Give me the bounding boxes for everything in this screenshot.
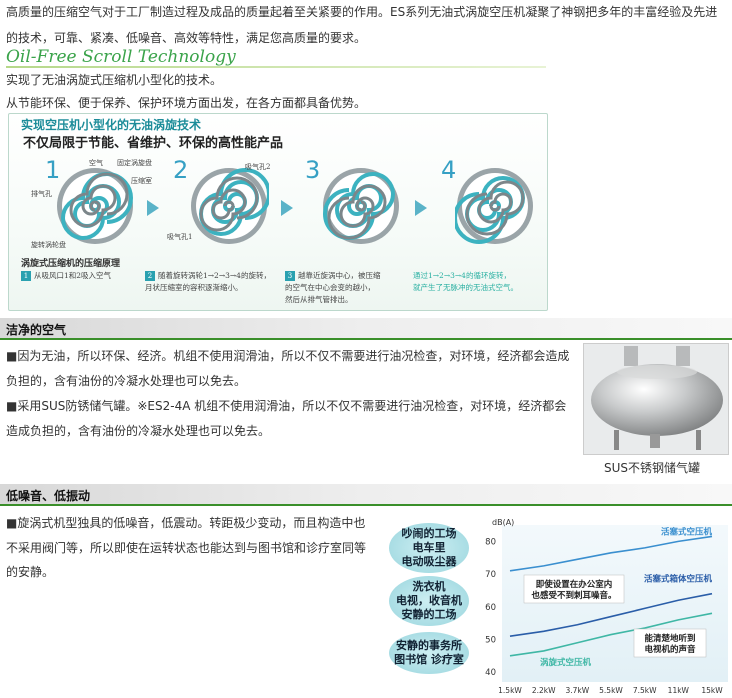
- y-tick-label: 40: [485, 668, 496, 678]
- tv-annotation-line-2: 电视机的声音: [644, 644, 696, 655]
- noise-level-bubble-3: 安静的事务所 图书馆 诊疗室: [389, 632, 469, 674]
- bubble-line: 电车里: [412, 541, 446, 554]
- noise-comparison-chart: dB(A) 80 70 60 50 40 1.5kW 2.2kW 3.7kW 5.5kW 7.5…: [485, 518, 728, 695]
- bubble-line: 电视，收音机: [396, 594, 462, 607]
- label-compression-chamber: 压缩室: [131, 177, 152, 185]
- arrow-right-icon: [281, 200, 293, 216]
- series-label: 涡旋式空压机: [540, 657, 592, 668]
- series-label: 活塞式箱体空压机: [644, 574, 713, 585]
- scroll-disc-4-icon: [455, 168, 533, 244]
- step-number-2: 2: [173, 156, 189, 184]
- office-annotation-box: [523, 574, 625, 604]
- caption-number: 3: [285, 271, 295, 281]
- office-annotation-line-2: 也感受不到刺耳噪音。: [531, 590, 616, 601]
- bubble-line: 安静的工场: [401, 608, 457, 621]
- clean-air-paragraph-1a: ■因为无油，所以环保、经济。机组不使用润滑油，所以不仅不需要进行油况检查，对环境…: [6, 349, 570, 363]
- x-tick-label: 5.5kW: [599, 686, 623, 695]
- section-title: 洁净的空气: [6, 323, 67, 337]
- series-line: [509, 612, 713, 657]
- x-tick-label: 3.7kW: [565, 686, 589, 695]
- caption-text: 通过1→2→3→4的循环旋转，就产生了无脉冲的无油式空气。: [413, 271, 518, 292]
- bubble-line: 电动吸尘器: [401, 555, 457, 568]
- section-header-clean-air: 洁净的空气: [0, 318, 732, 340]
- label-exhaust: 排气孔: [31, 190, 52, 198]
- low-noise-paragraph-a: ■旋涡式机型独具的低噪音，低震动。转距极少变动，而且构造中也: [6, 516, 366, 530]
- chart-y-label: dB(A): [492, 518, 514, 527]
- noise-level-bubble-2: 洗衣机 电视，收音机 安静的工场: [389, 576, 469, 626]
- label-suction-1: 吸气孔1: [167, 233, 193, 241]
- label-suction-2: 吸气孔2: [245, 163, 271, 171]
- bubble-line: 洗衣机: [412, 580, 446, 593]
- section-title: 低噪音、低振动: [6, 489, 91, 503]
- caption-text: 随着旋转涡轮1→2→3→4的旋转，月状压缩室的容积逐渐缩小。: [145, 271, 271, 292]
- clean-air-paragraph-2b: 造成负担的，含有油份的冷凝水处理也可以免去。: [6, 424, 271, 438]
- bubble-line: 安静的事务所: [396, 639, 462, 652]
- arrow-right-icon: [147, 200, 159, 216]
- intro-line-4: 从节能环保、便于保养、保护环境方面出发，在各方面都具备优势。: [6, 96, 367, 110]
- x-tick-label: 11kW: [668, 686, 690, 695]
- step-number-4: 4: [441, 156, 457, 184]
- label-fixed-scroll: 固定涡旋盘: [117, 159, 152, 167]
- y-tick-label: 70: [485, 570, 496, 580]
- oil-free-scroll-title: Oil-Free Scroll Technology: [6, 47, 236, 67]
- caption-text: 从吸风口1和2吸入空气: [34, 271, 112, 280]
- intro-line-1: 高质量的压缩空气对于工厂制造过程及成品的质量起着至关紧要的作用。ES系列无油式涡…: [6, 5, 718, 19]
- scroll-disc-2-icon: [191, 168, 269, 244]
- y-tick-label: 50: [485, 635, 496, 645]
- x-tick-label: 7.5kW: [633, 686, 657, 695]
- tank-icon: [591, 346, 723, 450]
- caption-number: 1: [21, 271, 31, 281]
- caption-text: 越靠近旋涡中心，被压缩的空气在中心会变的越小，然后从排气管排出。: [285, 271, 381, 304]
- scroll-disc-1-icon: [57, 168, 133, 244]
- series-label: 活塞式空压机: [661, 526, 713, 537]
- y-tick-label: 60: [485, 603, 496, 613]
- low-noise-paragraph-c: 的安静。: [6, 565, 55, 579]
- clean-air-paragraph-1b: 负担的，含有油份的冷凝水处理也可以免去。: [6, 374, 247, 388]
- label-air: 空气: [89, 159, 103, 167]
- label-orbiting-scroll: 旋转涡轮盘: [31, 241, 66, 249]
- noise-level-bubble-1: 吵闹的工场 电车里 电动吸尘器: [389, 523, 469, 573]
- low-noise-paragraph-b: 不采用阀门等，所以即使在运转状态也能达到与图书馆和诊疗室同等: [6, 541, 367, 555]
- tv-annotation-line-1: 能清楚地听到: [644, 633, 695, 644]
- office-annotation-line-1: 即使设置在办公室内: [536, 579, 613, 590]
- x-tick-label: 1.5kW: [498, 686, 522, 695]
- caption-number: 2: [145, 271, 155, 281]
- section-header-low-noise: 低噪音、低振动: [0, 484, 732, 506]
- diagram-subtitle: 不仅局限于节能、省维护、环保的高性能产品: [23, 136, 284, 151]
- sus-tank-image: [583, 343, 729, 455]
- step-number-3: 3: [305, 156, 321, 184]
- tank-caption: SUS不锈钢储气罐: [604, 461, 701, 475]
- scroll-principle-diagram: 实现空压机小型化的无油涡旋技术 不仅局限于节能、省维护、环保的高性能产品 1 2…: [8, 113, 548, 311]
- chart-plot-area: [502, 525, 728, 682]
- bubble-line: 吵闹的工场: [401, 527, 457, 540]
- title-underline: [6, 66, 546, 68]
- caption-step-4: 通过1→2→3→4的循环旋转，就产生了无脉冲的无油式空气。: [413, 270, 545, 294]
- step-number-1: 1: [45, 156, 61, 184]
- y-tick-label: 80: [485, 537, 496, 547]
- clean-air-paragraph-2a: ■采用SUS防锈储气罐。※ES2-4A 机组不使用润滑油，所以不仅不需要进行油况…: [6, 399, 567, 413]
- x-tick-label: 15kW: [701, 686, 723, 695]
- arrow-right-icon: [415, 200, 427, 216]
- series-line: [509, 592, 713, 637]
- intro-line-3: 实现了无油涡旋式压缩机小型化的技术。: [6, 73, 223, 87]
- bubble-line: 图书馆 诊疗室: [394, 653, 464, 666]
- principle-title: 涡旋式压缩机的压缩原理: [21, 259, 121, 269]
- scroll-disc-3-icon: [323, 168, 399, 244]
- tv-annotation-box: [633, 628, 707, 658]
- diagram-title: 实现空压机小型化的无油涡旋技术: [21, 118, 202, 132]
- intro-line-2: 的技术，可靠、紧凑、低噪音、高效等特性，满足您高质量的要求。: [6, 31, 367, 45]
- series-line: [509, 535, 713, 572]
- x-tick-label: 2.2kW: [532, 686, 556, 695]
